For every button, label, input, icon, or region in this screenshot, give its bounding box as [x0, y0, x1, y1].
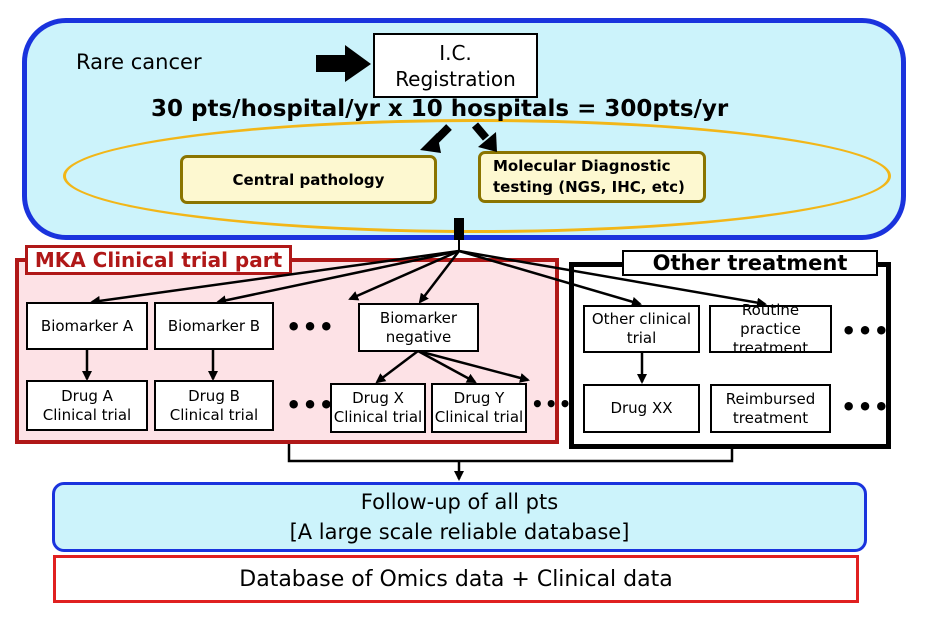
drug-b-box: Drug B Clinical trial [154, 380, 274, 431]
biomarker-a-box: Biomarker A [26, 302, 148, 350]
mka-ellipsis-bottom: ••• [286, 391, 336, 419]
other-treatment-title: Other treatment [622, 250, 878, 276]
mka-title: MKA Clinical trial part [25, 245, 292, 275]
line-to-other-clinical [458, 249, 642, 307]
biomarker-b-box: Biomarker B [154, 302, 274, 350]
arrow-neg-to-drug-x [375, 350, 419, 384]
followup-box: Follow-up of all pts [A large scale reli… [52, 482, 867, 552]
diagnostics-ellipse [63, 119, 891, 233]
biomarker-negative-box: Biomarker negative [358, 303, 479, 352]
other-ellipsis-top: ••• [841, 317, 891, 345]
ic-registration-box: I.C. Registration [373, 33, 538, 98]
drug-xx-box: Drug XX [583, 384, 700, 433]
patient-formula: 30 pts/hospital/yr x 10 hospitals = 300p… [151, 96, 729, 122]
other-clinical-trial-box: Other clinical trial [583, 305, 700, 353]
input-arrow-icon [316, 45, 371, 82]
arrow-ic-to-molecular [471, 122, 490, 141]
line-to-dots [348, 249, 460, 301]
mka-ellipsis-right: ••• [531, 392, 573, 416]
drug-a-box: Drug A Clinical trial [26, 380, 148, 431]
drug-y-box: Drug Y Clinical trial [431, 383, 527, 433]
central-pathology-box: Central pathology [180, 155, 437, 204]
merge-line [287, 444, 734, 463]
mka-ellipsis-top: ••• [286, 313, 336, 341]
line-to-biomarker-negative [418, 250, 460, 304]
routine-practice-box: Routine practice treatment [709, 301, 832, 357]
rare-cancer-label: Rare cancer [76, 50, 202, 74]
line-to-biomarker-a [90, 249, 460, 306]
omics-database-box: Database of Omics data + Clinical data [53, 555, 859, 603]
reimbursed-box: Reimbursed treatment [710, 384, 831, 433]
other-ellipsis-bottom: ••• [841, 393, 891, 421]
arrow-neg-to-drug-y [417, 349, 477, 384]
line-to-biomarker-b [216, 249, 460, 306]
drug-x-box: Drug X Clinical trial [330, 383, 426, 433]
line-to-routine [458, 249, 767, 308]
molecular-testing-box: Molecular Diagnostic testing (NGS, IHC, … [478, 151, 706, 203]
ellipse-connector [454, 218, 464, 240]
arrow-neg-to-more [417, 349, 530, 383]
